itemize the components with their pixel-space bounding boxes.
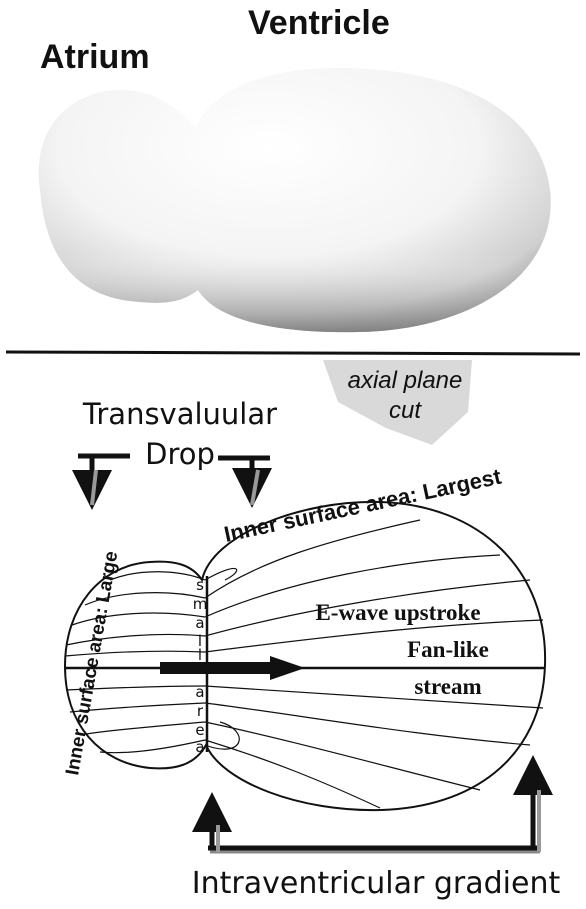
area-letter: a bbox=[195, 683, 204, 701]
inflow-arrow bbox=[160, 656, 305, 680]
fanlike-label: Fan-like bbox=[407, 637, 489, 662]
axial-divider-line bbox=[5, 350, 581, 356]
axial-plane-label-1: axial plane bbox=[348, 367, 463, 394]
area-letter: a bbox=[195, 738, 204, 756]
atrium-label: Atrium bbox=[40, 38, 150, 76]
transvalvular-label-2: Drop bbox=[145, 437, 215, 471]
small-letter: s bbox=[196, 576, 204, 594]
small-area-letters: s m a l l a r e a bbox=[193, 576, 208, 756]
transvalvular-step-right bbox=[218, 455, 272, 508]
cross-section bbox=[63, 500, 547, 812]
axial-plane-marker bbox=[323, 360, 472, 445]
transvalvular-label-1: Transvaluular bbox=[82, 397, 277, 431]
heart-3d-shape bbox=[38, 67, 551, 333]
small-letter: l bbox=[198, 632, 202, 650]
atrium-ventricle-shading bbox=[38, 67, 551, 333]
ventricle-label: Ventricle bbox=[248, 4, 390, 42]
small-letter: m bbox=[193, 595, 208, 613]
ewave-label: E-wave upstroke bbox=[315, 600, 480, 625]
intraventricular-label: Intraventricular gradient bbox=[192, 866, 561, 901]
cross-section-outline bbox=[63, 500, 547, 812]
small-letter: a bbox=[195, 614, 204, 632]
area-letter: r bbox=[197, 702, 204, 720]
area-letter: e bbox=[195, 721, 204, 739]
axial-plane-label-2: cut bbox=[389, 397, 422, 424]
ventricle-streamlines bbox=[204, 519, 544, 809]
intraventricular-bracket bbox=[192, 755, 553, 854]
small-letter: l bbox=[198, 646, 202, 664]
transvalvular-step-left bbox=[72, 453, 130, 510]
atrium-streamlines bbox=[64, 571, 206, 754]
stream-label: stream bbox=[414, 674, 481, 699]
